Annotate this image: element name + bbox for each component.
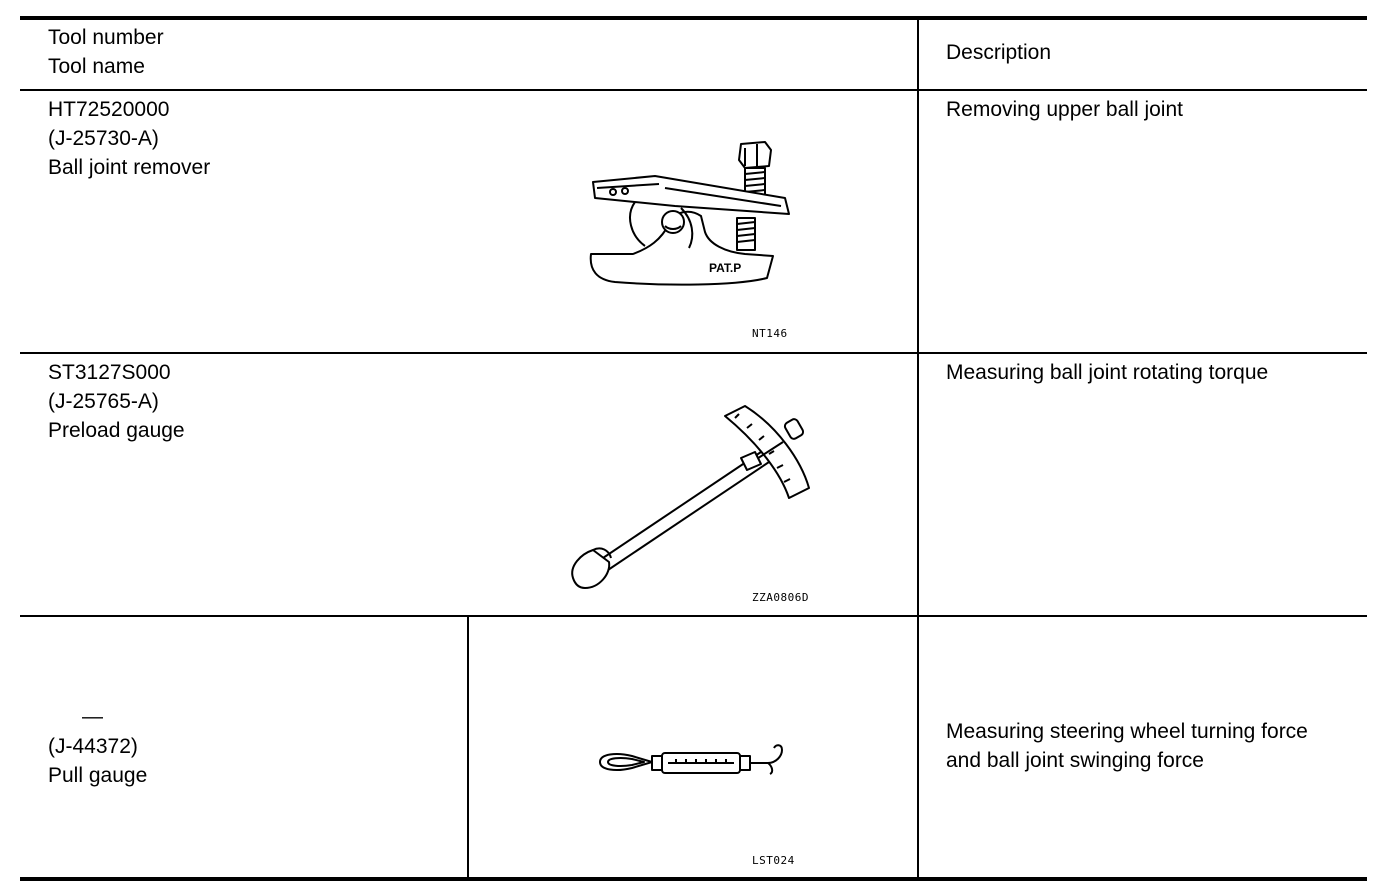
row1-alt-number: (J-25730-A) xyxy=(48,127,159,150)
row1-description: Removing upper ball joint xyxy=(946,98,1183,121)
row3-inner-divider xyxy=(467,616,469,879)
header-description: Description xyxy=(946,41,1052,64)
column-divider xyxy=(917,18,919,879)
row2-illustration-code: ZZA0806D xyxy=(752,591,809,604)
ball-joint-remover-icon: PAT.P xyxy=(589,141,790,286)
row3-description-line1: Measuring steering wheel turning force xyxy=(946,720,1308,743)
row1-illustration-code: NT146 xyxy=(752,327,788,340)
row1-tool-name: Ball joint remover xyxy=(48,156,211,179)
row3-illustration-code: LST024 xyxy=(752,854,795,867)
row1-tool-number: HT72520000 xyxy=(48,98,170,121)
row2-bottom-rule xyxy=(20,615,1367,617)
preload-gauge-icon xyxy=(571,405,810,589)
table-top-rule xyxy=(20,16,1367,20)
row2-tool-name: Preload gauge xyxy=(48,419,185,442)
row3-tool-number: — xyxy=(82,705,103,728)
row2-description: Measuring ball joint rotating torque xyxy=(946,361,1269,384)
row2-alt-number: (J-25765-A) xyxy=(48,390,159,413)
header-bottom-rule xyxy=(20,89,1367,91)
table-bottom-rule xyxy=(20,877,1367,881)
header-tool-number: Tool number xyxy=(48,26,164,49)
row3-tool-name: Pull gauge xyxy=(48,764,148,787)
row2-tool-number: ST3127S000 xyxy=(48,361,171,384)
row3-alt-number: (J-44372) xyxy=(48,735,138,758)
header-tool-name: Tool name xyxy=(48,55,145,78)
row1-bottom-rule xyxy=(20,352,1367,354)
pat-label: PAT.P xyxy=(709,261,741,275)
row3-description-line2: and ball joint swinging force xyxy=(946,749,1204,772)
pull-gauge-icon xyxy=(599,744,783,775)
